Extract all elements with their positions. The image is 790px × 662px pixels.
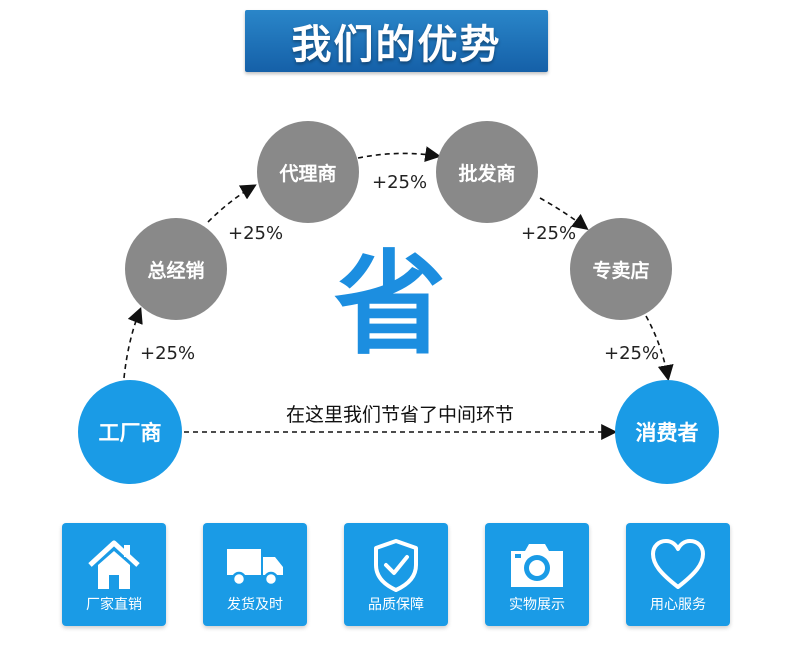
house-icon: [88, 540, 140, 589]
arrow-agent-wholesale: [357, 146, 442, 163]
markup-label: +25%: [228, 223, 284, 244]
node-wholesale-label: 批发商: [458, 162, 516, 185]
truck-icon: [227, 549, 283, 587]
feature-label: 用心服务: [650, 597, 706, 613]
node-store: 专卖店: [570, 218, 672, 320]
node-factory-label: 工厂商: [98, 421, 162, 445]
node-store-label: 专卖店: [592, 259, 650, 282]
savings-character: 省: [334, 240, 446, 370]
markup-label: +25%: [604, 343, 660, 364]
markup-label: +25%: [140, 343, 196, 364]
arrow-factory-general: [123, 307, 143, 379]
arrow-wholesale-store: [539, 197, 589, 230]
feature-label: 品质保障: [368, 597, 424, 613]
feature-tile-quality: 品质保障: [344, 523, 448, 626]
node-factory: 工厂商: [78, 380, 182, 484]
node-general-distributor: 总经销: [125, 218, 227, 320]
middle-caption: 在这里我们节省了中间环节: [285, 404, 514, 426]
feature-label: 发货及时: [227, 597, 283, 613]
feature-tile-direct-sale: 厂家直销: [62, 523, 166, 626]
feature-tile-service: 用心服务: [626, 523, 730, 626]
feature-label: 实物展示: [509, 597, 565, 613]
markup-label: +25%: [372, 172, 428, 193]
feature-label: 厂家直销: [86, 597, 142, 613]
node-consumer: 消费者: [615, 380, 719, 484]
heart-icon: [651, 539, 705, 589]
shield-check-icon: [374, 539, 418, 592]
page-title: 我们的优势: [291, 22, 502, 68]
node-agent: 代理商: [257, 121, 359, 223]
camera-icon: [511, 544, 563, 587]
node-consumer-label: 消费者: [635, 421, 699, 445]
title-banner: 我们的优势: [245, 10, 548, 72]
markup-label: +25%: [521, 223, 577, 244]
feature-tile-real-photos: 实物展示: [485, 523, 589, 626]
feature-tile-fast-delivery: 发货及时: [203, 523, 307, 626]
node-wholesaler: 批发商: [436, 121, 538, 223]
node-agent-label: 代理商: [279, 162, 337, 185]
node-general-label: 总经销: [147, 259, 205, 282]
arrow-general-agent: [207, 184, 257, 223]
